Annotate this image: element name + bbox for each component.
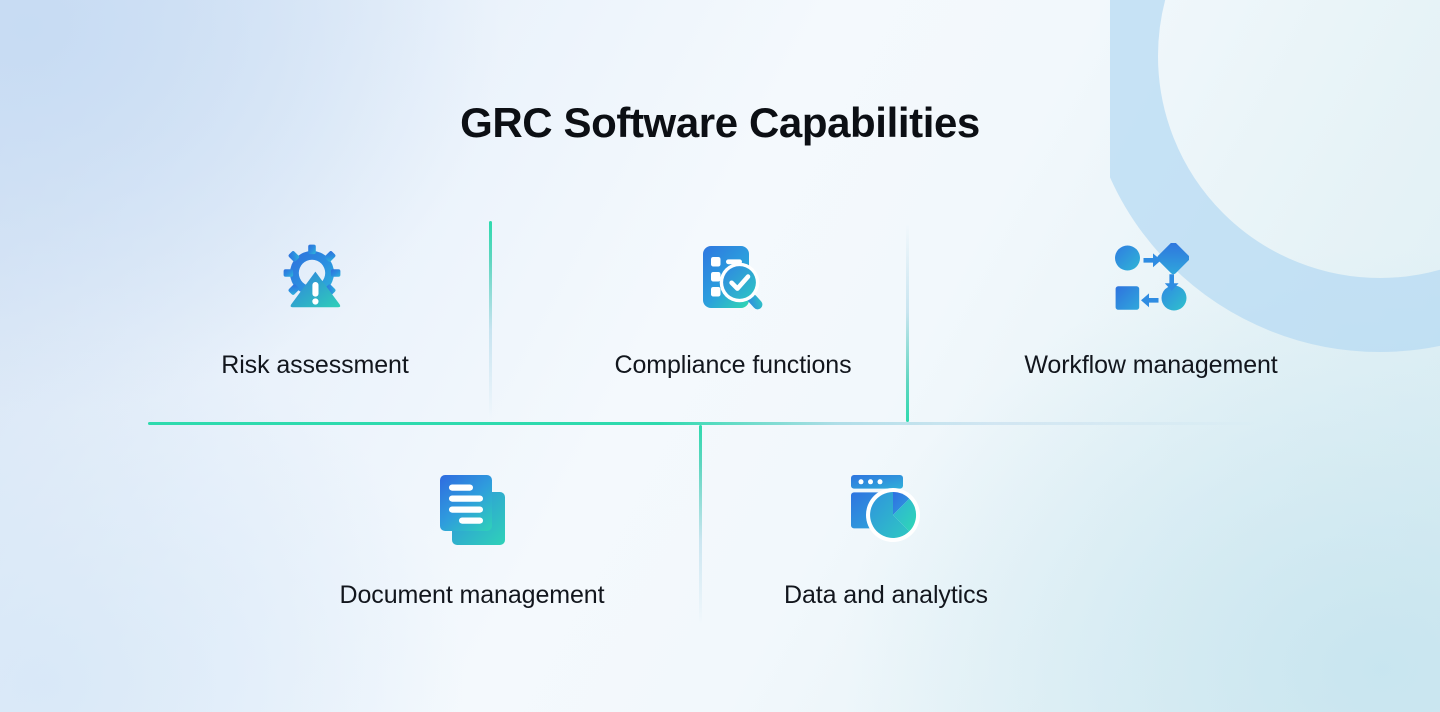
workflow-node-circle-end bbox=[1161, 285, 1187, 311]
pie-slice-2 bbox=[893, 498, 917, 532]
browser-titlebar bbox=[851, 475, 903, 489]
capabilities-row-bottom: Document management bbox=[0, 450, 1440, 611]
clipboard-magnifier-check-icon bbox=[698, 232, 768, 324]
capability-card-document-management: Document management bbox=[265, 450, 679, 611]
capability-label: Workflow management bbox=[1024, 351, 1278, 379]
arrow-right-icon bbox=[1143, 253, 1161, 268]
capability-card-risk-assessment: Risk assessment bbox=[106, 218, 524, 381]
workflow-node-circle-start bbox=[1115, 245, 1140, 271]
arrow-left-icon bbox=[1141, 293, 1159, 308]
capability-card-data-and-analytics: Data and analytics bbox=[679, 450, 1093, 611]
pie-slice-1 bbox=[893, 491, 910, 515]
capability-label: Document management bbox=[339, 581, 605, 609]
browser-dots bbox=[858, 479, 883, 485]
workflow-node-diamond bbox=[1157, 243, 1189, 275]
capability-card-compliance-functions: Compliance functions bbox=[524, 218, 942, 381]
capability-label: Data and analytics bbox=[784, 581, 988, 609]
workflow-nodes-icon bbox=[1113, 232, 1189, 324]
capability-label: Compliance functions bbox=[614, 351, 852, 379]
pie-slice-3 bbox=[870, 492, 910, 538]
divider-horizontal bbox=[148, 422, 1260, 425]
risk-gear-warning-icon bbox=[278, 232, 352, 324]
capabilities-row-top: Risk assessment bbox=[0, 218, 1440, 381]
page-title: GRC Software Capabilities bbox=[460, 99, 980, 146]
capability-card-workflow-management: Workflow management bbox=[942, 218, 1360, 381]
arrow-down-icon bbox=[1164, 274, 1179, 291]
stacked-documents-icon bbox=[436, 462, 508, 554]
divider-vertical-1 bbox=[489, 221, 492, 418]
browser-pie-chart-icon bbox=[848, 462, 924, 554]
workflow-node-square bbox=[1115, 286, 1140, 310]
divider-vertical-3 bbox=[699, 425, 702, 625]
divider-vertical-2 bbox=[906, 222, 909, 422]
capability-label: Risk assessment bbox=[221, 351, 409, 379]
